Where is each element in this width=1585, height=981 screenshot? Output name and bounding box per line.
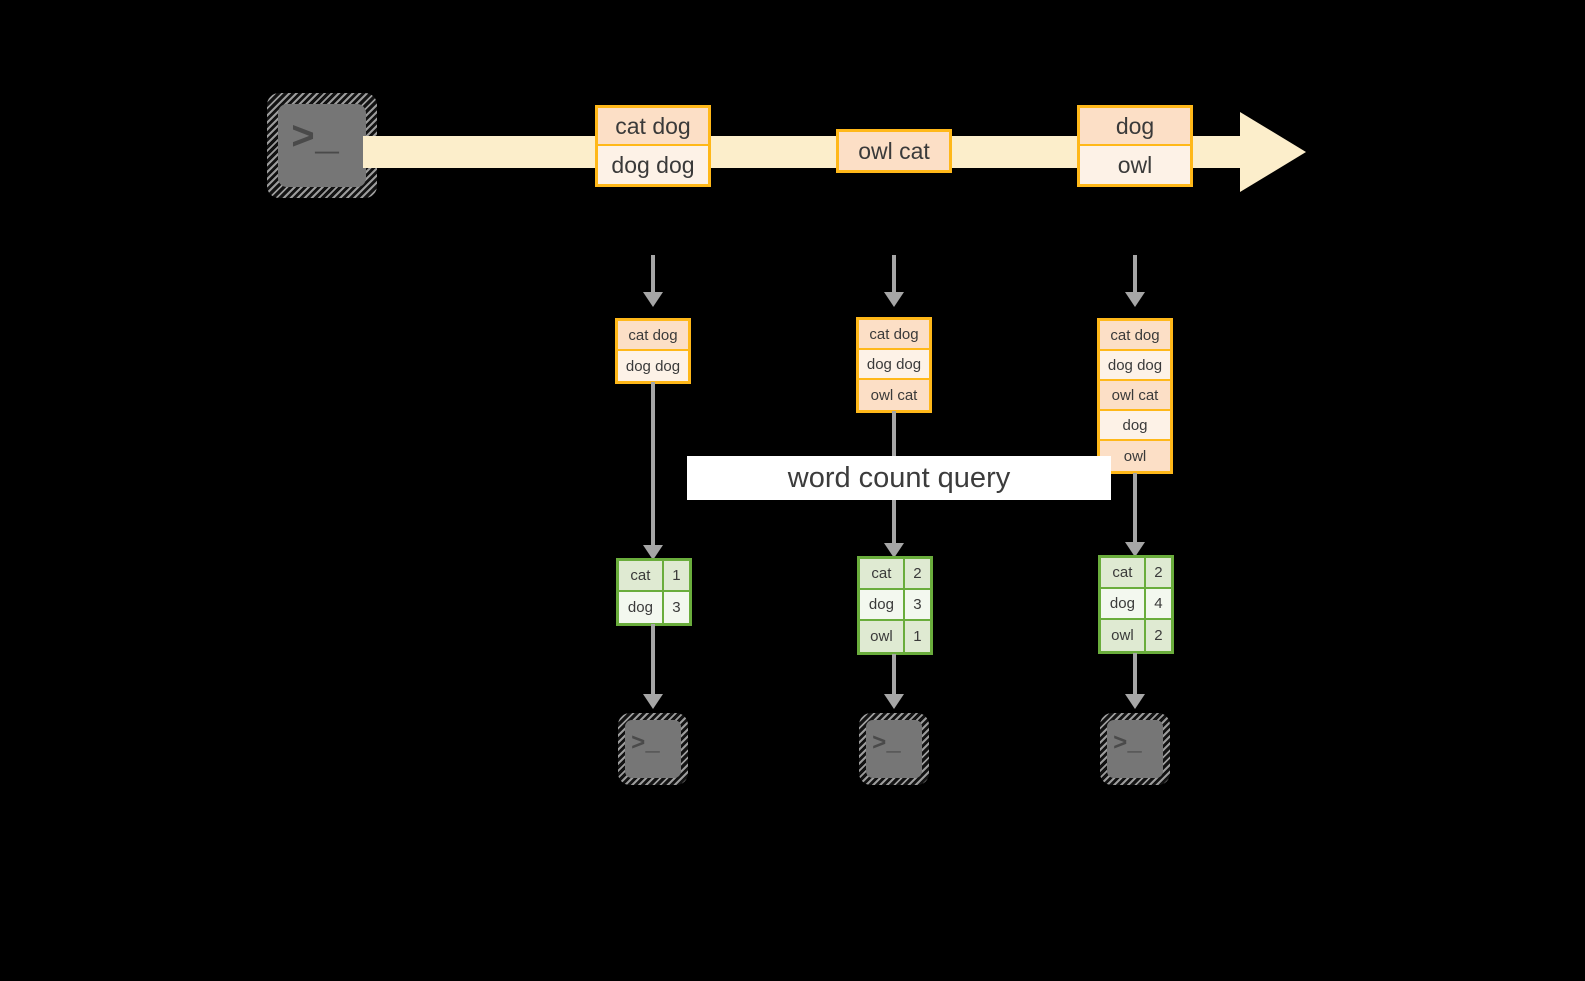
- terminal-prompt-glyph: >_: [291, 117, 340, 162]
- sink-connector-1: [651, 624, 655, 700]
- terminal-face: [866, 720, 922, 778]
- accumulated-input-3: cat dog dog dog owl cat dog owl: [1097, 318, 1173, 474]
- query-connector-3: [1133, 473, 1137, 551]
- result-count: 4: [1145, 589, 1171, 618]
- accumulated-input-2: cat dog dog dog owl cat: [856, 317, 932, 413]
- input-line: dog dog: [618, 351, 688, 381]
- terminal-prompt-glyph: >_: [872, 731, 901, 758]
- table-row: owl 1: [860, 621, 930, 652]
- stream-message-line: dog: [1080, 108, 1190, 146]
- terminal-face: [278, 104, 366, 187]
- input-line: cat dog: [1100, 321, 1170, 351]
- sink-connector-arrowhead-1: [643, 694, 663, 709]
- terminal-face: [1107, 720, 1163, 778]
- input-line: cat dog: [859, 320, 929, 350]
- result-table-3: cat 2 dog 4 owl 2: [1098, 555, 1174, 654]
- query-connector-arrowhead-2: [884, 543, 904, 558]
- result-word: cat: [860, 559, 905, 588]
- result-table-1: cat 1 dog 3: [616, 558, 692, 626]
- query-label-text: word count query: [787, 461, 1011, 494]
- trigger-connector-dashed-1: [651, 255, 655, 295]
- terminal-prompt-glyph: >_: [631, 731, 660, 758]
- table-row: dog 3: [860, 590, 930, 621]
- stream-message-line: cat dog: [598, 108, 708, 146]
- sink-connector-arrowhead-3: [1125, 694, 1145, 709]
- trigger-connector-dashed-2: [892, 255, 896, 295]
- trigger-connector-arrowhead-1: [643, 292, 663, 307]
- input-line: dog: [1100, 411, 1170, 441]
- result-word: cat: [1101, 558, 1146, 587]
- table-row: owl 2: [1101, 620, 1171, 651]
- input-line: dog dog: [1100, 351, 1170, 381]
- input-line: owl: [1100, 441, 1170, 471]
- sink-terminal-icon-1: >_: [618, 713, 688, 785]
- query-label-band: word count query: [687, 456, 1111, 500]
- table-row: cat 2: [860, 559, 930, 590]
- result-count: 2: [1145, 620, 1171, 651]
- table-row: dog 4: [1101, 589, 1171, 620]
- stream-message-group-1: cat dog dog dog: [595, 105, 711, 187]
- sink-terminal-icon-2: >_: [859, 713, 929, 785]
- result-word: dog: [860, 590, 905, 619]
- input-line: dog dog: [859, 350, 929, 380]
- result-word: owl: [1101, 620, 1146, 651]
- trigger-connector-dashed-3: [1133, 255, 1137, 295]
- stream-message-group-2: owl cat: [836, 129, 952, 173]
- stream-message-group-3: dog owl: [1077, 105, 1193, 187]
- source-terminal-icon: >_: [267, 93, 377, 198]
- sink-connector-arrowhead-2: [884, 694, 904, 709]
- result-count: 2: [904, 559, 930, 588]
- terminal-face: [625, 720, 681, 778]
- trigger-connector-arrowhead-3: [1125, 292, 1145, 307]
- table-row: dog 3: [619, 592, 689, 623]
- result-count: 3: [904, 590, 930, 619]
- table-row: cat 2: [1101, 558, 1171, 589]
- result-word: dog: [1101, 589, 1146, 618]
- result-count: 1: [904, 621, 930, 652]
- result-word: cat: [619, 561, 664, 590]
- result-word: dog: [619, 592, 664, 623]
- query-connector-arrowhead-1: [643, 545, 663, 560]
- query-connector-1: [651, 382, 655, 552]
- result-count: 3: [663, 592, 689, 623]
- stream-message-line: owl: [1080, 146, 1190, 184]
- trigger-connector-arrowhead-2: [884, 292, 904, 307]
- input-line: owl cat: [859, 380, 929, 410]
- sink-terminal-icon-3: >_: [1100, 713, 1170, 785]
- input-line: cat dog: [618, 321, 688, 351]
- sink-connector-2: [892, 654, 896, 700]
- stream-ribbon-arrowhead: [1240, 112, 1306, 192]
- table-row: cat 1: [619, 561, 689, 592]
- accumulated-input-1: cat dog dog dog: [615, 318, 691, 384]
- result-count: 1: [663, 561, 689, 590]
- terminal-prompt-glyph: >_: [1113, 731, 1142, 758]
- result-word: owl: [860, 621, 905, 652]
- sink-connector-3: [1133, 653, 1137, 700]
- result-count: 2: [1145, 558, 1171, 587]
- query-connector-arrowhead-3: [1125, 542, 1145, 557]
- result-table-2: cat 2 dog 3 owl 1: [857, 556, 933, 655]
- stream-message-line: dog dog: [598, 146, 708, 184]
- input-line: owl cat: [1100, 381, 1170, 411]
- stream-message-line: owl cat: [839, 132, 949, 170]
